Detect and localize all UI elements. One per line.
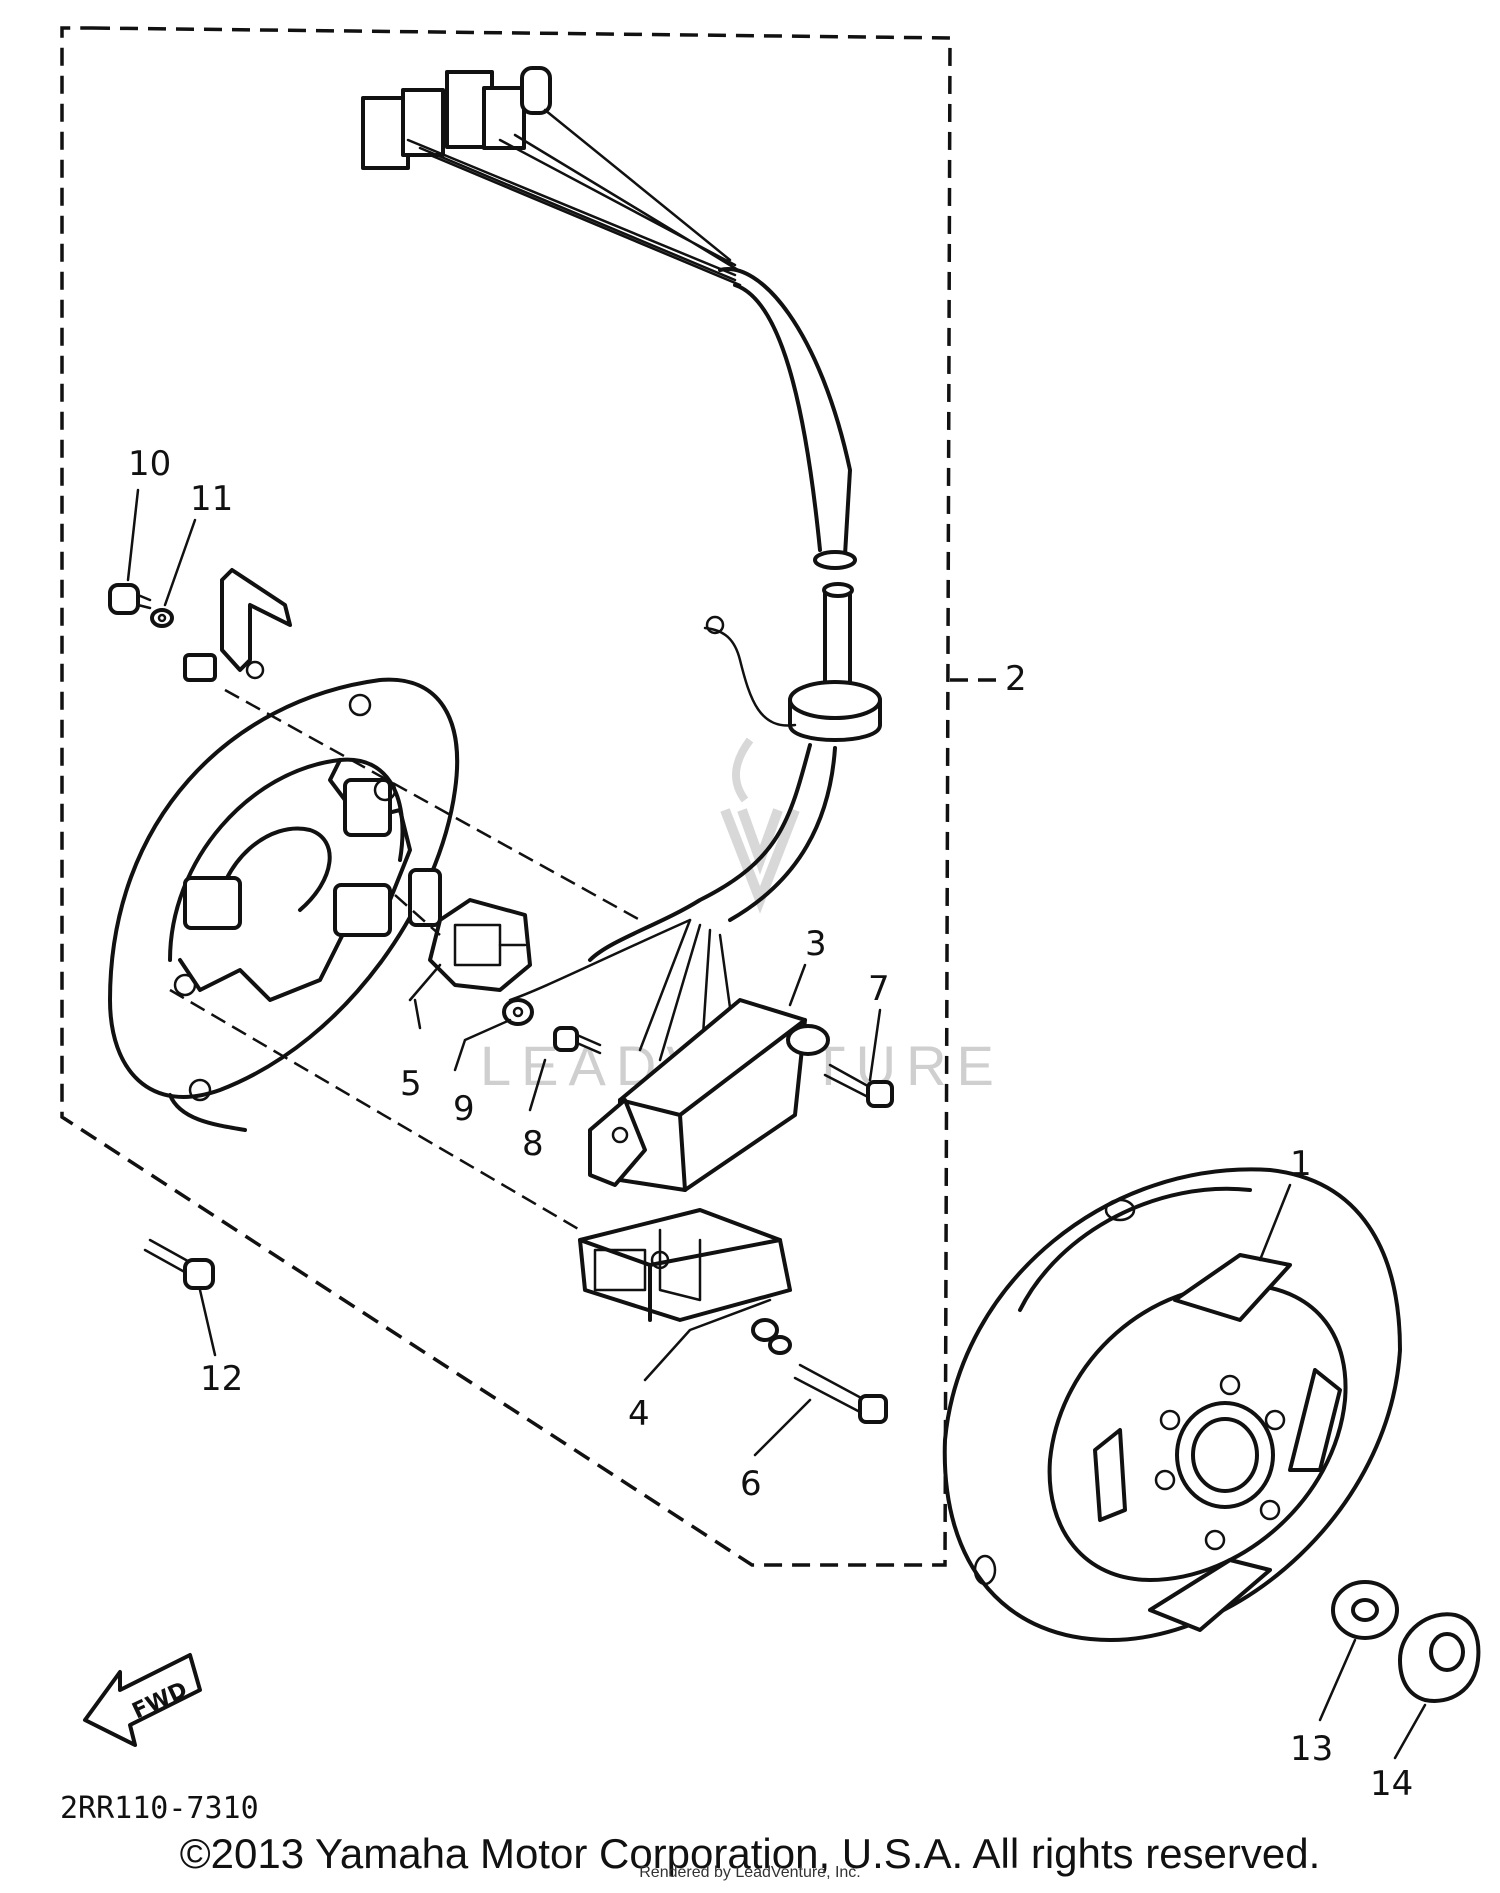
rendered-by: Rendered by LeadVenture, Inc. — [639, 1864, 861, 1881]
callout-9: 9 — [453, 1089, 475, 1129]
callout-4: 4 — [628, 1394, 650, 1434]
stator-plate — [108, 677, 460, 1132]
assembly-boundary — [60, 26, 1000, 1567]
callout-2: 2 — [1005, 659, 1027, 699]
screw-10 — [108, 583, 152, 615]
alignment-lines — [169, 688, 641, 1232]
callout-13: 13 — [1290, 1729, 1333, 1769]
callout-14: 14 — [1370, 1764, 1413, 1804]
screw-6 — [793, 1363, 888, 1424]
pickup-coil-5 — [428, 898, 532, 992]
wire-harness — [361, 66, 882, 1082]
callout-11: 11 — [190, 479, 233, 519]
callout-7: 7 — [868, 969, 890, 1009]
fwd-arrow-icon: FWD — [83, 1653, 202, 1747]
callout-3: 3 — [805, 924, 827, 964]
washer-4 — [751, 1318, 792, 1355]
screw-8 — [553, 1026, 602, 1055]
flywheel-1 — [942, 1167, 1402, 1642]
screw-7 — [823, 1063, 894, 1108]
callout-1: 1 — [1290, 1144, 1312, 1184]
coil-4 — [578, 1208, 792, 1322]
coil-3 — [588, 998, 830, 1192]
nut-14 — [1398, 1612, 1481, 1703]
callout-5: 5 — [400, 1064, 422, 1104]
washer-13 — [1331, 1580, 1399, 1640]
callout-8: 8 — [522, 1124, 544, 1164]
washer-11 — [150, 608, 174, 628]
callout-12: 12 — [200, 1359, 243, 1399]
callout-10: 10 — [128, 444, 171, 484]
leader-lines — [126, 488, 1427, 1760]
bracket — [183, 568, 292, 682]
figure-code: 2RR110-7310 — [60, 1791, 259, 1826]
washer-9 — [502, 998, 534, 1026]
copyright-notice: ©2013 Yamaha Motor Corporation, U.S.A. A… — [179, 1830, 1321, 1877]
screw-12 — [143, 1238, 215, 1290]
callout-6: 6 — [740, 1464, 762, 1504]
